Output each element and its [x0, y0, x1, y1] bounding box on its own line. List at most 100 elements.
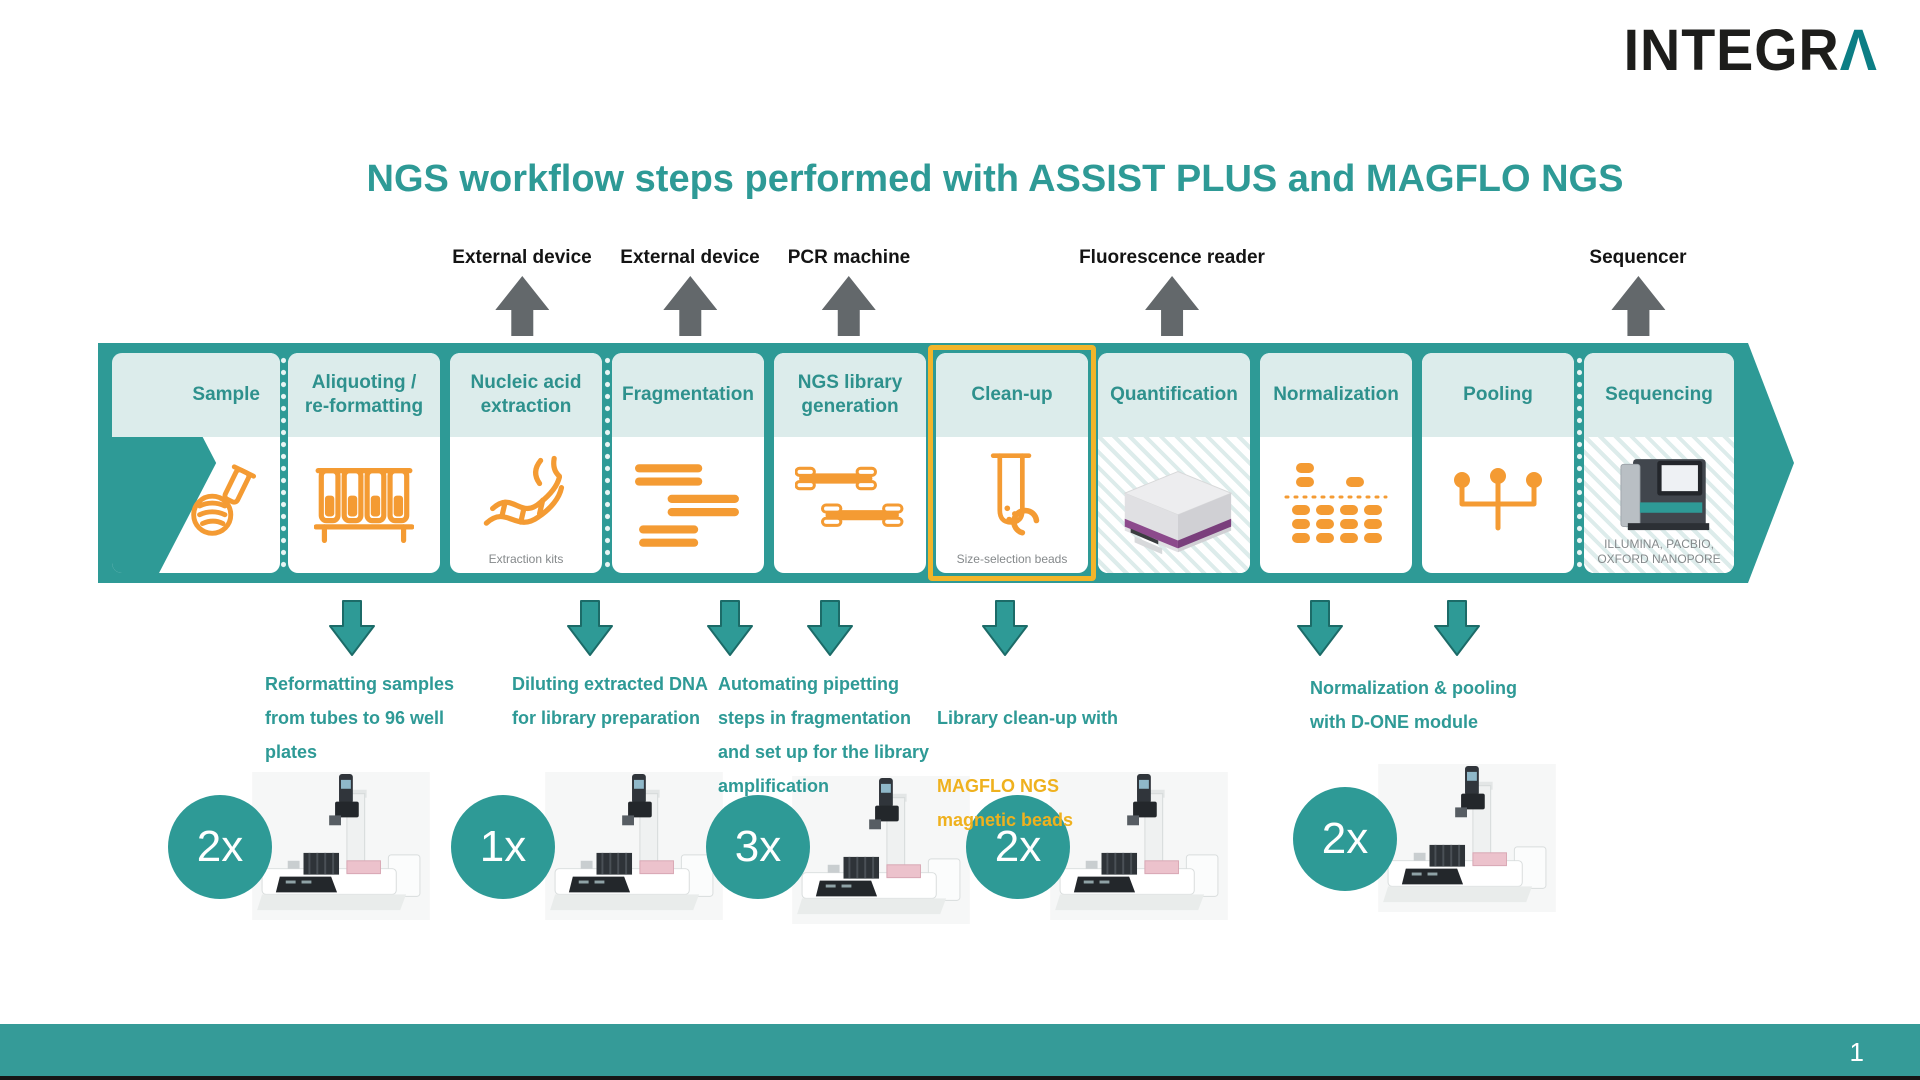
sequencer-image — [1620, 459, 1710, 531]
run-count-text: 2x — [994, 822, 1042, 871]
step-title: Quantification — [1098, 353, 1250, 437]
step-card-extraction: Nucleic acid extraction Extraction kits — [450, 353, 602, 573]
cleanup-tube-icon — [990, 453, 1040, 536]
dotted-separator — [605, 357, 610, 569]
step-card-fragmentation: Fragmentation — [612, 353, 764, 573]
step-card-aliquoting: Aliquoting / re-formatting — [288, 353, 440, 573]
dna-helix-icon — [483, 455, 565, 526]
step-title: Sequencing — [1584, 353, 1734, 437]
step-title: Clean-up — [936, 353, 1088, 437]
assist-plus-photo — [544, 771, 724, 921]
step-caption: Size-selection beads — [956, 552, 1068, 566]
step-title-text: Sequencing — [1605, 384, 1713, 406]
step-title-text: NGS library generation — [797, 372, 903, 417]
step-title: NGS library generation — [774, 353, 926, 437]
device-external-2: External device — [620, 247, 760, 336]
dna-fragments-icon — [635, 464, 739, 547]
annotation-automating: Automating pipetting steps in fragmentat… — [718, 674, 930, 796]
step-title-text: Clean-up — [971, 384, 1053, 406]
device-label: External device — [620, 247, 760, 268]
step-body — [612, 437, 764, 573]
annotation-cleanup-teal: Library clean-up with — [937, 708, 1119, 728]
step-body: Size-selection beads — [936, 437, 1088, 573]
page-title: NGS workflow steps performed with ASSIST… — [366, 158, 1624, 200]
footer-bar: 1 — [0, 1024, 1920, 1080]
step-title-text: Quantification — [1110, 384, 1238, 406]
step-body — [112, 437, 280, 573]
logo-text: INTEGR — [1623, 18, 1840, 83]
pooling-merge-icon — [1454, 468, 1542, 531]
step-card-sample: Sample — [112, 353, 280, 573]
dotted-separator — [1577, 357, 1582, 569]
assist-plus-photo — [1377, 763, 1557, 913]
down-arrow-icon — [1434, 600, 1480, 661]
band-arrow-tip — [1748, 343, 1794, 583]
device-label: External device — [452, 247, 592, 268]
run-count-text: 1x — [479, 822, 527, 871]
dotted-separator — [281, 357, 286, 569]
logo-lambda: Λ — [1839, 18, 1878, 83]
normalization-dots-icon — [1284, 463, 1388, 543]
step-title-text: Aliquoting / re-formatting — [304, 372, 424, 417]
step-title: Aliquoting / re-formatting — [288, 353, 440, 437]
down-arrow-icon — [982, 600, 1028, 661]
step-title: Normalization — [1260, 353, 1412, 437]
device-label: Fluorescence reader — [1079, 247, 1265, 268]
bottom-edge — [0, 1076, 1920, 1080]
step-card-quantification: Quantification — [1098, 353, 1250, 573]
down-arrow-icon — [329, 600, 375, 661]
step-title: Sample — [112, 353, 280, 437]
up-arrow-icon — [1145, 276, 1199, 336]
down-arrow-icon — [1297, 600, 1343, 661]
hand-tube-icon — [191, 464, 257, 536]
run-count-badge: 2x — [1293, 787, 1397, 891]
device-label: PCR machine — [787, 247, 911, 268]
integra-logo: INTEGRΛ — [1624, 22, 1878, 80]
up-arrow-icon — [494, 276, 549, 336]
run-count-text: 2x — [1321, 814, 1369, 863]
up-arrow-icon — [821, 276, 876, 336]
down-arrow-icon — [567, 600, 613, 661]
run-count-text: 2x — [196, 822, 244, 871]
device-fluorescence-reader: Fluorescence reader — [1079, 247, 1265, 336]
tube-rack-icon — [314, 468, 414, 544]
step-body — [1260, 437, 1412, 573]
step-caption: ILLUMINA, PACBIO, OXFORD NANOPORE — [1597, 537, 1721, 566]
library-fragments-icon — [795, 466, 904, 527]
annotation-cleanup-yellow: MAGFLO NGS magnetic beads — [937, 776, 1074, 830]
down-arrow-icon — [707, 600, 753, 661]
step-body: ILLUMINA, PACBIO, OXFORD NANOPORE — [1584, 437, 1734, 573]
step-caption: Extraction kits — [488, 552, 564, 566]
step-card-sequencing: Sequencing ILLUMINA, PACBIO, OXFORD NANO… — [1584, 353, 1734, 573]
annotation-diluting: Diluting extracted DNA for library prepa… — [512, 674, 709, 728]
run-count-badge: 3x — [706, 795, 810, 899]
run-count-badge: 1x — [451, 795, 555, 899]
step-card-library-generation: NGS library generation — [774, 353, 926, 573]
down-arrow-icon — [807, 600, 853, 661]
step-body — [774, 437, 926, 573]
step-body: Extraction kits — [450, 437, 602, 573]
device-pcr-machine: PCR machine — [788, 247, 910, 336]
annotation-reformatting: Reformatting samples from tubes to 96 we… — [265, 674, 455, 762]
step-title-text: Normalization — [1273, 384, 1399, 406]
step-card-pooling: Pooling — [1422, 353, 1574, 573]
step-title-text: Fragmentation — [622, 384, 754, 406]
device-external-1: External device — [452, 247, 592, 336]
step-card-normalization: Normalization — [1260, 353, 1412, 573]
step-title: Pooling — [1422, 353, 1574, 437]
up-arrow-icon — [662, 276, 717, 336]
step-body — [288, 437, 440, 573]
step-card-cleanup: Clean-up Size-selection beads — [936, 353, 1088, 573]
step-title: Nucleic acid extraction — [450, 353, 602, 437]
annotation-normalization-pooling: Normalization & pooling with D-ONE modul… — [1310, 678, 1517, 732]
page-number: 1 — [1849, 1037, 1864, 1067]
run-count-badge: 2x — [966, 795, 1070, 899]
assist-plus-photo — [251, 771, 431, 921]
step-title: Fragmentation — [612, 353, 764, 437]
device-sequencer: Sequencer — [1589, 247, 1687, 336]
run-count-text: 3x — [734, 822, 782, 871]
step-title-text: Sample — [192, 384, 260, 406]
device-label: Sequencer — [1589, 247, 1687, 268]
step-body — [1098, 437, 1250, 573]
